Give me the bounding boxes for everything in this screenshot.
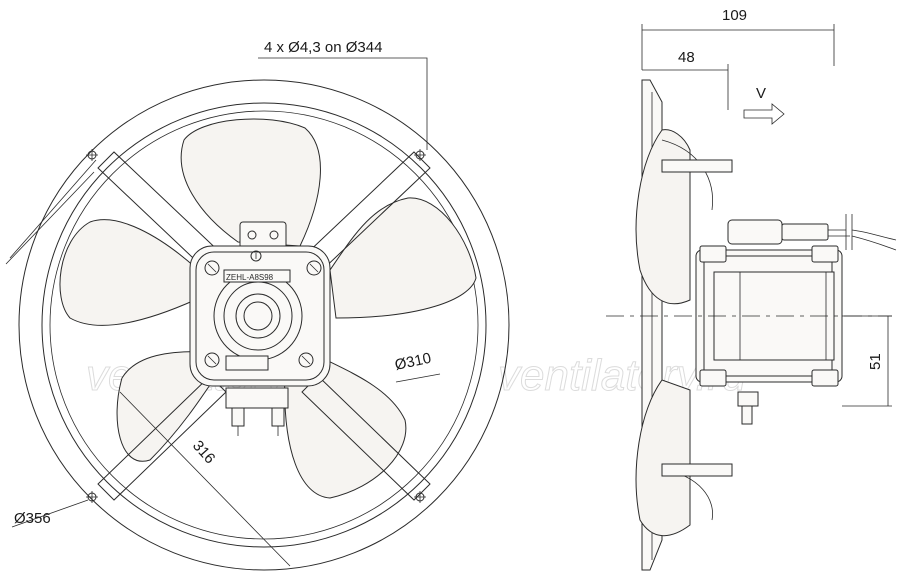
side-blade xyxy=(635,129,691,305)
mounting-holes xyxy=(86,149,426,503)
airflow-label: V xyxy=(756,85,766,102)
connector-socket xyxy=(239,221,287,249)
flange-depth-label: 48 xyxy=(678,49,695,66)
motor-screws xyxy=(204,250,322,368)
blade xyxy=(180,118,321,247)
diagonal-label: 316 xyxy=(189,437,218,467)
outer-ring xyxy=(18,79,510,571)
front-dimensions xyxy=(5,57,441,567)
outer-diameter-label: Ø356 xyxy=(14,510,51,527)
motor-shaft xyxy=(235,293,281,339)
inner-ring xyxy=(41,102,487,548)
motor-label: ZEHL-A8S98 xyxy=(226,273,274,282)
airflow-arrow xyxy=(743,103,785,125)
motor-plate xyxy=(225,355,269,371)
terminal-block xyxy=(225,387,289,409)
front-view: ZEHL-A8S98 4 x Ø4,3 on Ø3 xyxy=(5,39,510,571)
support-bar xyxy=(301,375,431,501)
side-bar xyxy=(661,159,733,173)
shaft-offset-label: 51 xyxy=(867,353,884,370)
side-view: 109 48 51 V xyxy=(606,7,897,571)
side-bar xyxy=(661,463,733,477)
motor-label-plate xyxy=(223,269,291,283)
overall-depth-label: 109 xyxy=(722,7,747,24)
blade xyxy=(59,219,197,326)
blade xyxy=(329,197,477,319)
fan-blades xyxy=(59,118,477,499)
mount-holes-label: 4 x Ø4,3 on Ø344 xyxy=(264,39,382,56)
inner-diameter-label: Ø310 xyxy=(393,350,432,374)
side-blade xyxy=(635,379,691,537)
blade xyxy=(116,351,221,462)
motor: ZEHL-A8S98 xyxy=(189,221,331,436)
